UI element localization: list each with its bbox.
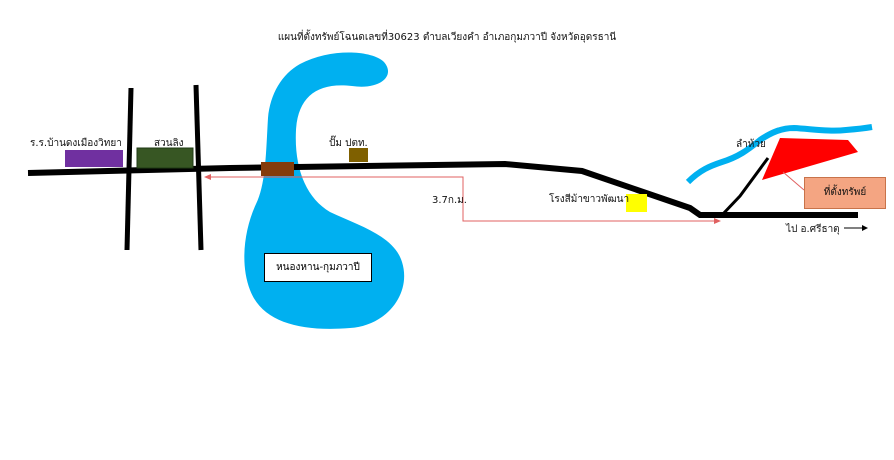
school-label: ร.ร.บ้านดงเมืองวิทยา	[30, 138, 122, 149]
property-callout-line	[782, 171, 805, 191]
direction-arrow-head	[862, 225, 868, 231]
direction-label: ไป อ.ศรีธาตุ	[786, 224, 840, 235]
park-label: สวนลิง	[154, 138, 184, 149]
property-label: ที่ตั้งทรัพย์	[804, 177, 886, 209]
map-title: แผนที่ตั้งทรัพย์โฉนดเลขที่30623 ตำบลเวีย…	[277, 32, 617, 43]
property-area	[762, 138, 858, 180]
distance-route-line	[206, 176, 718, 222]
lake-nong-han	[244, 52, 405, 329]
gas-station-marker	[349, 148, 368, 162]
cross-road-2	[193, 84, 204, 251]
rice-mill-marker	[626, 194, 647, 212]
main-road	[27, 160, 858, 218]
gas-station-label: ปั๊ม ปตท.	[329, 138, 368, 149]
route-arrow-left	[204, 174, 211, 180]
stream-label: ลำห้วย	[736, 139, 766, 150]
property-access-road	[720, 157, 770, 217]
cross-road-1	[124, 87, 134, 251]
bridge-marker	[261, 162, 294, 176]
park-marker	[136, 147, 194, 169]
distance-label: 3.7ก.ม.	[432, 195, 467, 206]
lake-label: หนองหาน-กุมภวาปี	[264, 253, 372, 282]
route-arrow-right	[714, 218, 721, 224]
rice-mill-label: โรงสีม้าขาวพัฒนา	[549, 194, 630, 205]
stream-line	[685, 124, 873, 185]
school-marker	[65, 150, 123, 167]
